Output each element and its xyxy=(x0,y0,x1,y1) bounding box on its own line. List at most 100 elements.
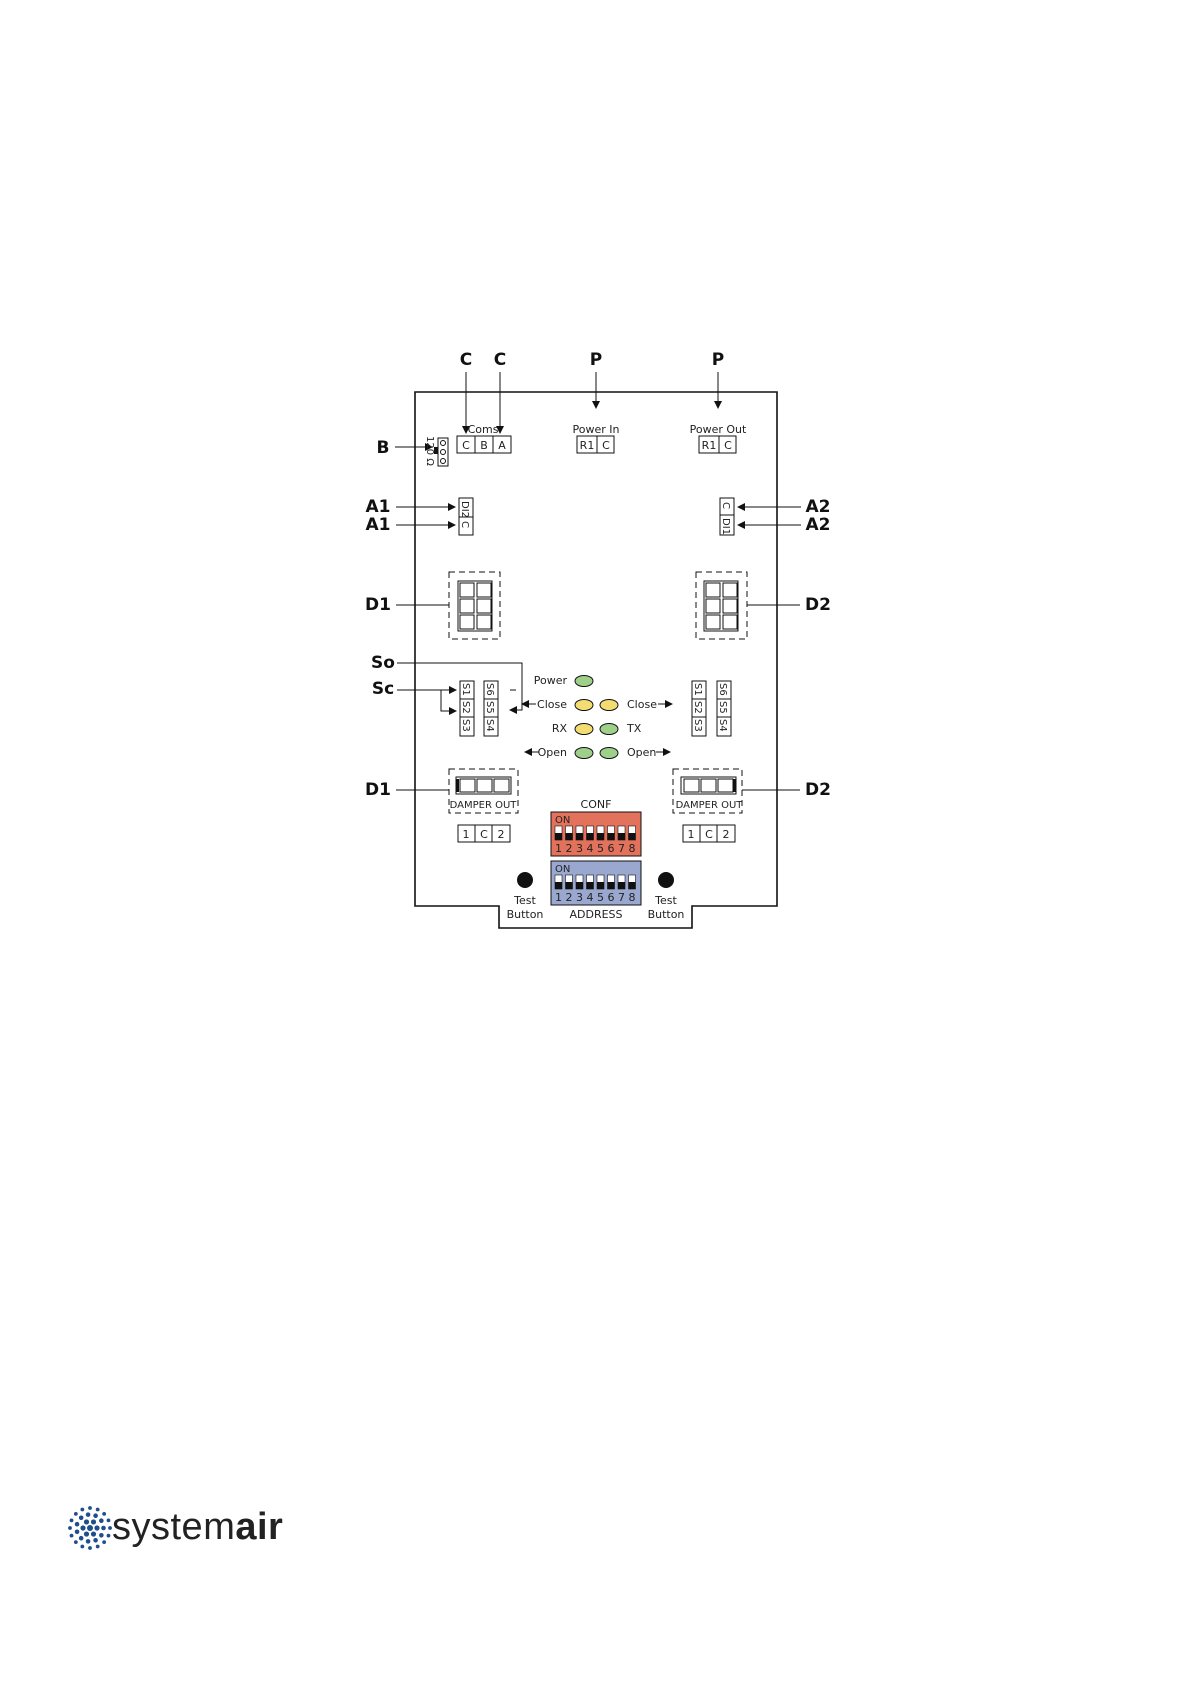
logo-dot xyxy=(87,1525,93,1531)
logo-dot xyxy=(99,1518,104,1523)
led-rx-label: RX xyxy=(552,722,568,735)
logo-dot xyxy=(102,1540,106,1544)
left-switch-s5: S5 xyxy=(484,701,495,714)
logo-dot xyxy=(75,1530,80,1535)
conf-switch-knob-1 xyxy=(555,833,562,840)
logo-dot xyxy=(91,1531,96,1536)
logo-dot xyxy=(79,1536,84,1541)
conf-switch-number-4: 4 xyxy=(587,842,594,855)
right-damper-out-label: DAMPER OUT xyxy=(676,800,744,811)
conf-switch-number-6: 6 xyxy=(608,842,615,855)
address-switch-knob-2 xyxy=(566,882,573,889)
led-close-right xyxy=(600,700,618,711)
led-close-right-label: Close xyxy=(627,698,657,711)
logo-dot xyxy=(84,1519,89,1524)
logo-dot xyxy=(101,1526,106,1531)
power-out-pin-r1: R1 xyxy=(702,439,717,452)
logo-dot xyxy=(79,1515,84,1520)
address-switch-knob-8 xyxy=(629,882,636,889)
address-switch-number-6: 6 xyxy=(608,891,615,904)
callout-b: B xyxy=(377,438,390,458)
left-damper-terminal: 1 C 2 xyxy=(458,825,510,842)
logo-dot xyxy=(70,1534,74,1538)
address-switch-number-2: 2 xyxy=(566,891,573,904)
conf-switch-number-1: 1 xyxy=(555,842,562,855)
right-actuator-connector xyxy=(696,572,747,639)
led-tx xyxy=(600,724,618,735)
address-switch-knob-1 xyxy=(555,882,562,889)
right-switch-s6: S6 xyxy=(717,683,728,696)
conf-switch-knob-8 xyxy=(629,833,636,840)
address-switch-number-3: 3 xyxy=(576,891,583,904)
logo-text-bold: air xyxy=(235,1506,283,1548)
power-in-terminal: R1 C xyxy=(577,436,614,453)
test-button-right-line1: Test xyxy=(654,894,677,907)
logo-text-light: system xyxy=(112,1506,235,1548)
callout-d1-top: D1 xyxy=(365,595,391,615)
logo-dot xyxy=(91,1519,96,1524)
right-switch-s1: S1 xyxy=(692,683,703,696)
test-button-right-line2: Button xyxy=(648,908,685,921)
led-close-left-label: Close xyxy=(537,698,567,711)
address-switch-number-1: 1 xyxy=(555,891,562,904)
left-switch-terminal-b: S6 S5 S4 xyxy=(484,681,498,736)
callout-c-2: C xyxy=(494,350,506,370)
left-digital-input-terminal: DI2 C xyxy=(459,498,473,535)
callout-a2-top: A2 xyxy=(806,497,831,517)
logo-dot xyxy=(99,1533,104,1538)
conf-switch-number-3: 3 xyxy=(576,842,583,855)
conf-switch-knob-5 xyxy=(597,833,604,840)
coms-pin-a: A xyxy=(498,439,506,452)
right-switch-terminal-a: S1 S2 S3 xyxy=(692,681,706,736)
logo-dot xyxy=(80,1508,84,1512)
power-in-pin-r1: R1 xyxy=(580,439,595,452)
logo-dot xyxy=(74,1512,78,1516)
right-di-pin-c: C xyxy=(720,502,731,509)
logo-dot xyxy=(94,1525,99,1530)
test-button-right[interactable] xyxy=(658,872,674,888)
left-di-pin-c: C xyxy=(459,521,470,528)
address-label: ADDRESS xyxy=(569,908,622,921)
address-switch-knob-7 xyxy=(618,882,625,889)
test-button-left-line2: Button xyxy=(507,908,544,921)
callout-d2-top: D2 xyxy=(805,595,831,615)
power-in-label: Power In xyxy=(573,423,620,436)
led-open-left-label: Open xyxy=(538,746,567,759)
right-switch-s5: S5 xyxy=(717,701,728,714)
conf-label: CONF xyxy=(581,798,612,811)
address-switch-number-4: 4 xyxy=(587,891,594,904)
left-damper-out-label: DAMPER OUT xyxy=(450,800,518,811)
right-switch-terminal-b: S6 S5 S4 xyxy=(717,681,731,736)
right-damper-pin-c: C xyxy=(705,828,713,841)
callout-so: So xyxy=(371,653,395,673)
logo-dot xyxy=(93,1538,98,1543)
left-damper-pin-1: 1 xyxy=(463,828,470,841)
right-damper-pin-1: 1 xyxy=(688,828,695,841)
logo-dot xyxy=(96,1508,100,1512)
conf-switch-number-2: 2 xyxy=(566,842,573,855)
coms-pin-c: C xyxy=(462,439,470,452)
callout-p-1: P xyxy=(590,350,602,370)
callout-d2-bottom: D2 xyxy=(805,780,831,800)
conf-dip-on-label: ON xyxy=(555,815,570,826)
test-button-left[interactable] xyxy=(517,872,533,888)
address-switch-knob-6 xyxy=(608,882,615,889)
test-button-left-line1: Test xyxy=(513,894,536,907)
address-switch-knob-4 xyxy=(587,882,594,889)
power-out-terminal: R1 C xyxy=(699,436,736,453)
logo-dot xyxy=(80,1525,85,1530)
power-out-pin-c: C xyxy=(724,439,732,452)
logo-dot xyxy=(86,1512,91,1517)
callout-c-1: C xyxy=(460,350,472,370)
systemair-logo-text: systemair xyxy=(112,1506,283,1549)
left-switch-s6: S6 xyxy=(484,683,495,696)
logo-dot xyxy=(107,1534,111,1538)
conf-switch-knob-6 xyxy=(608,833,615,840)
address-switch-number-7: 7 xyxy=(618,891,625,904)
termination-jumper xyxy=(434,438,448,466)
left-switch-terminal-a: S1 S2 S3 xyxy=(460,681,474,736)
logo-dot xyxy=(84,1531,89,1536)
logo-dot xyxy=(70,1518,74,1522)
